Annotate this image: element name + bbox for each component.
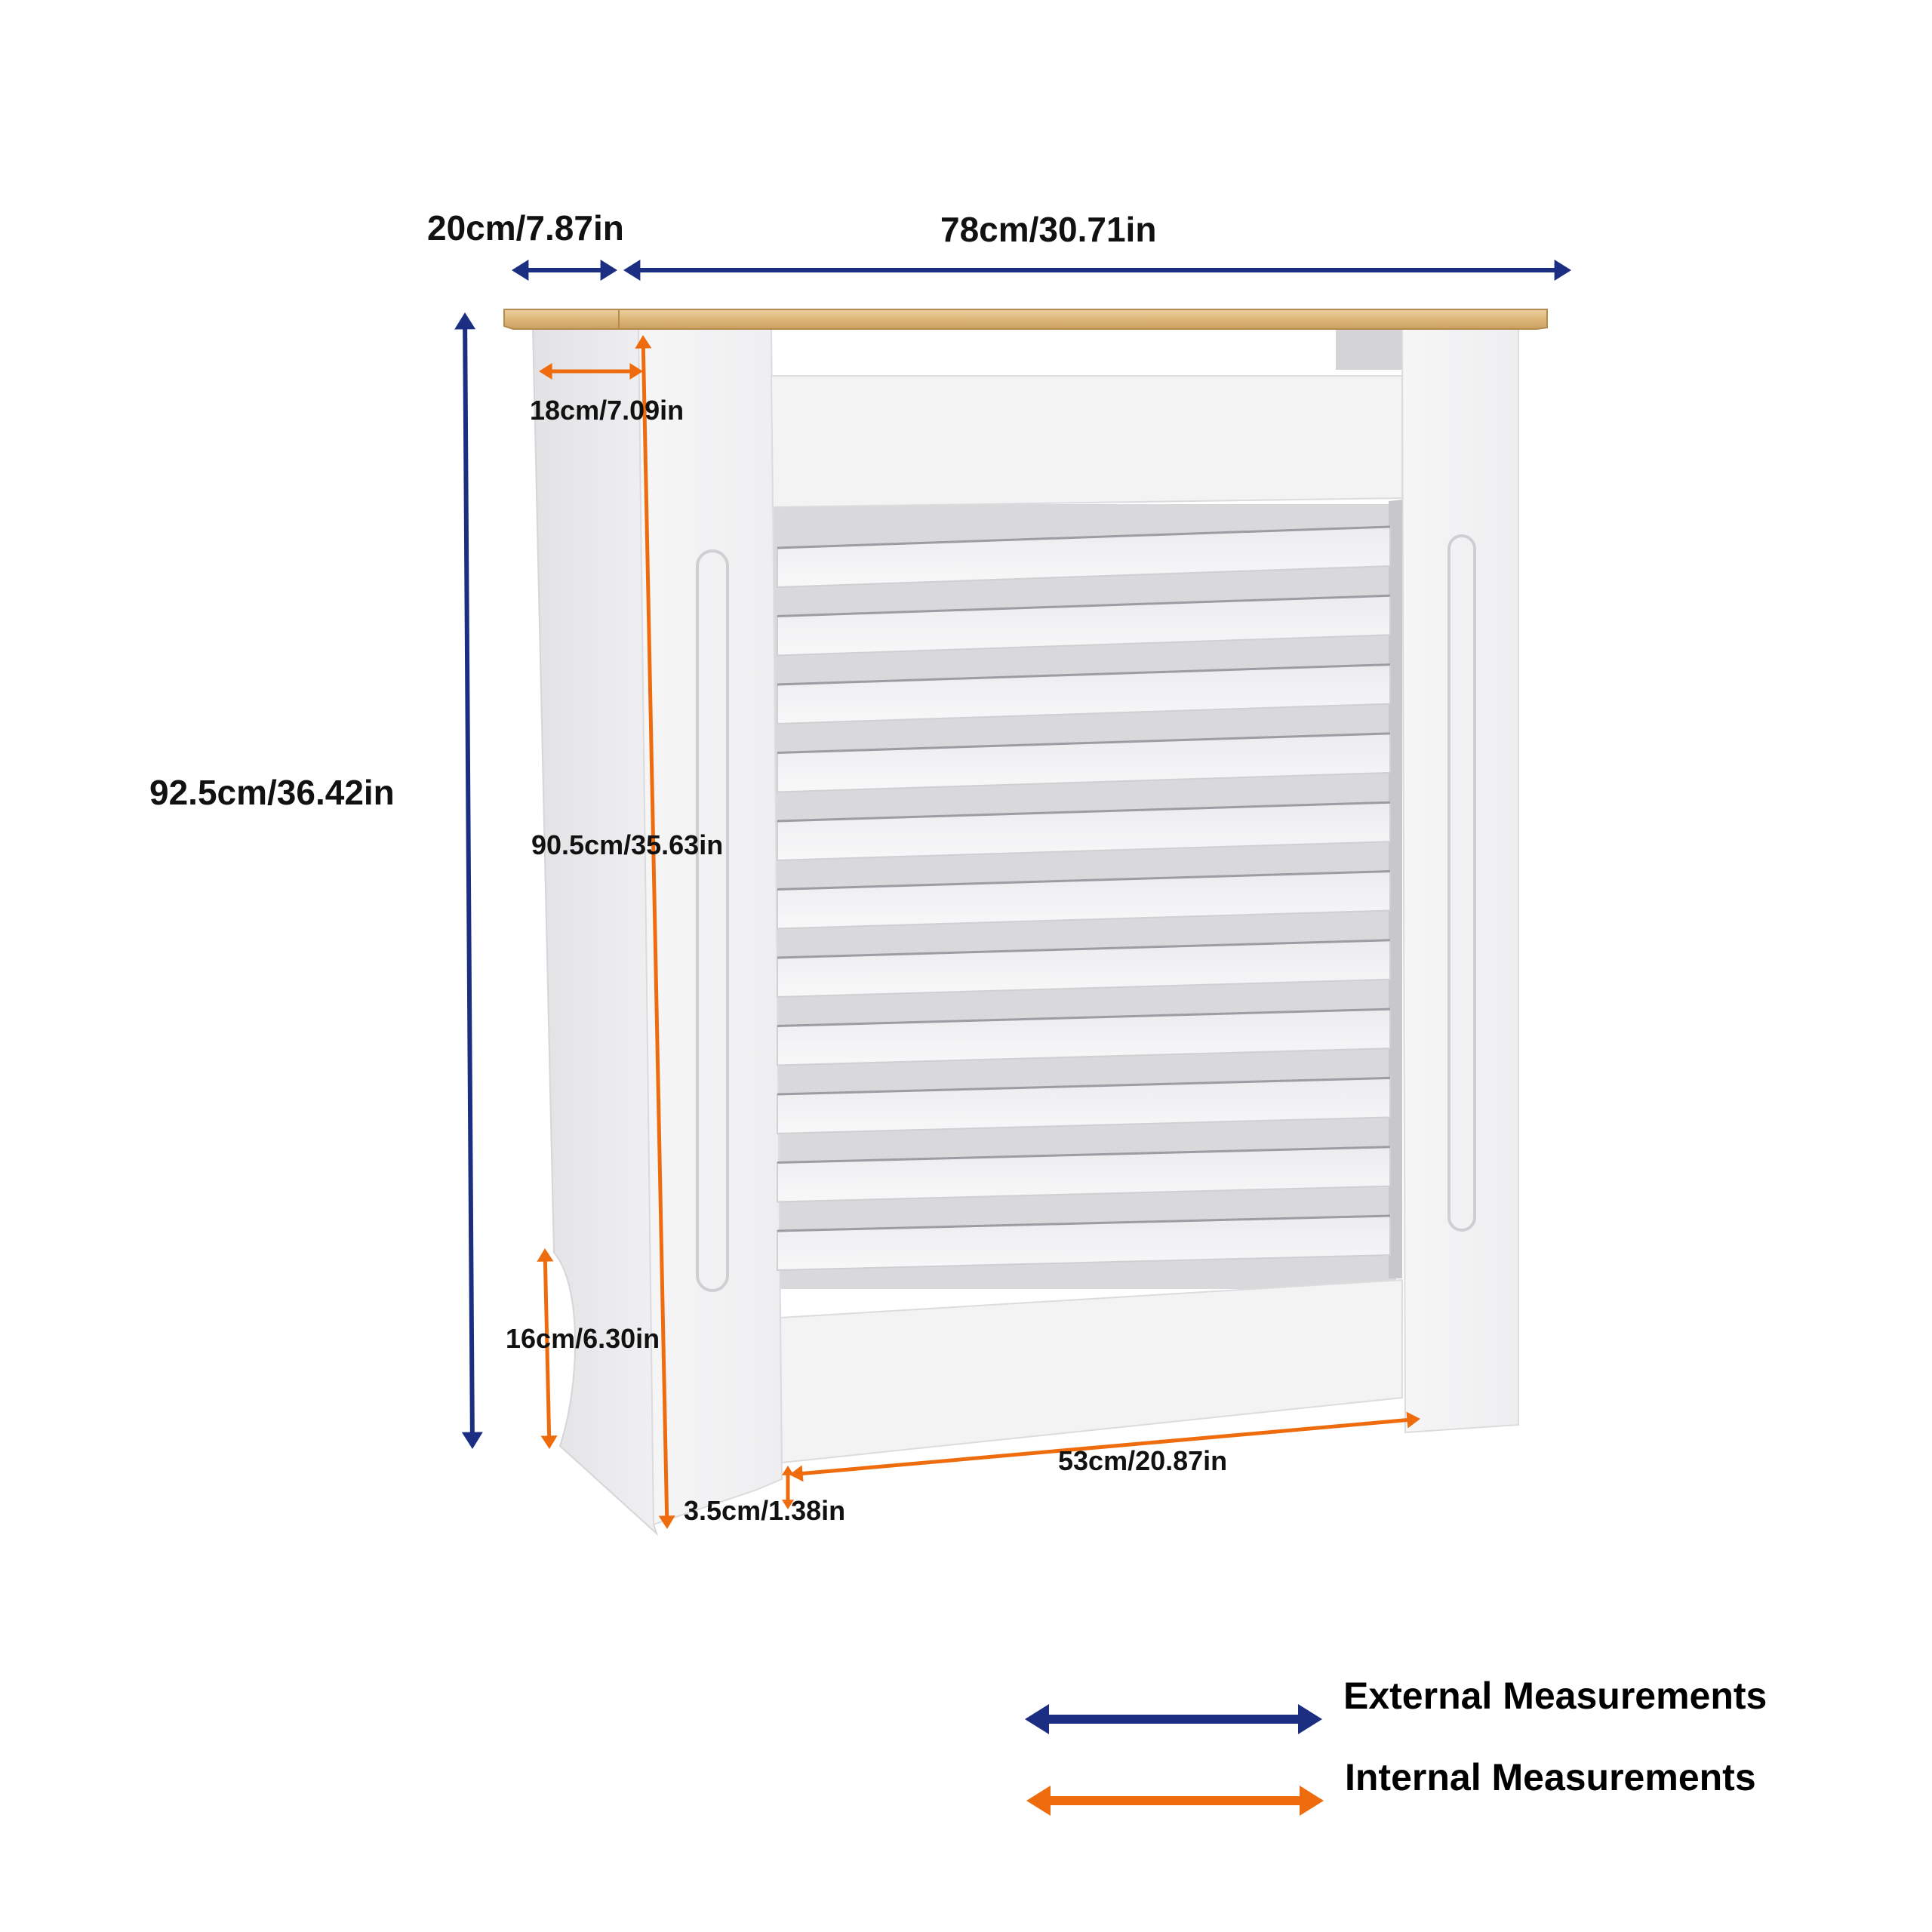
front-right-stile bbox=[1401, 327, 1519, 1434]
width-outer-arrow-head-start bbox=[623, 260, 641, 281]
foot-cutout-label: 16cm/6.30in bbox=[506, 1323, 660, 1354]
height-outer-arrow bbox=[454, 312, 483, 1449]
legend-external-arrow-head-start bbox=[1025, 1704, 1049, 1734]
front-bottom-rail bbox=[779, 1278, 1403, 1464]
back-leg bbox=[1336, 328, 1402, 370]
bottom-gap-arrow-head-start bbox=[782, 1466, 794, 1475]
legend: External Measurements Internal Measureme… bbox=[1025, 1675, 1767, 1816]
slat-shadow-line bbox=[777, 1146, 1391, 1164]
wooden-top bbox=[503, 309, 1548, 330]
slat-shadow-line bbox=[777, 732, 1391, 754]
slat-shadow-line bbox=[777, 594, 1391, 617]
slat-shadow-line bbox=[777, 870, 1391, 891]
depth-outer-label: 20cm/7.87in bbox=[427, 208, 624, 248]
dimension-arrows bbox=[454, 260, 1571, 1529]
height-outer-arrow-head-start bbox=[454, 312, 476, 330]
height-inner-arrow-head-end bbox=[658, 1515, 675, 1529]
width-inner-arrow-shaft bbox=[799, 1417, 1411, 1476]
width-inner-arrow-head-start bbox=[789, 1465, 804, 1482]
height-outer-arrow-shaft bbox=[463, 325, 475, 1436]
width-outer-arrow-head-end bbox=[1554, 260, 1571, 281]
bottom-gap-label: 3.5cm/1.38in bbox=[684, 1495, 845, 1526]
inner-right-edge bbox=[1389, 500, 1402, 1278]
slat-group bbox=[777, 525, 1391, 1272]
foot-cutout-arrow bbox=[537, 1248, 558, 1449]
height-outer-arrow-head-end bbox=[461, 1432, 483, 1449]
height-inner-arrow-shaft bbox=[641, 346, 669, 1518]
left-stile-groove bbox=[696, 549, 729, 1292]
slat-shadow-line bbox=[777, 1076, 1391, 1096]
legend-arrows bbox=[1025, 1704, 1324, 1816]
left-side-panel bbox=[531, 327, 659, 1537]
legend-internal-arrow bbox=[1026, 1786, 1324, 1816]
radiator-cover bbox=[503, 309, 1548, 1537]
legend-external-label: External Measurements bbox=[1343, 1675, 1767, 1717]
width-inner-arrow-head-end bbox=[1406, 1411, 1420, 1429]
dimension-labels: 20cm/7.87in 78cm/30.71in 92.5cm/36.42in … bbox=[149, 208, 1227, 1526]
front-top-rail bbox=[770, 375, 1403, 509]
slat-shadow-line bbox=[777, 525, 1391, 549]
depth-inner-label: 18cm/7.09in bbox=[530, 395, 684, 426]
height-inner-arrow bbox=[635, 335, 675, 1529]
bottom-gap-arrow bbox=[782, 1466, 794, 1509]
depth-outer-arrow bbox=[512, 260, 617, 281]
slat-shadow-line bbox=[777, 939, 1391, 959]
foot-cutout-arrow-shaft bbox=[543, 1259, 552, 1438]
legend-internal-arrow-head-end bbox=[1300, 1786, 1324, 1816]
slat-shadow-line bbox=[777, 1008, 1391, 1027]
width-outer-label: 78cm/30.71in bbox=[940, 210, 1156, 249]
legend-internal-arrow-head-start bbox=[1026, 1786, 1051, 1816]
slat-shadow-line bbox=[777, 663, 1391, 686]
bottom-gap-arrow-head-end bbox=[782, 1500, 794, 1509]
legend-internal-label: Internal Measurements bbox=[1345, 1756, 1756, 1798]
width-inner-arrow bbox=[789, 1411, 1420, 1482]
depth-inner-arrow-head-start bbox=[539, 363, 552, 380]
foot-cutout-arrow-head-start bbox=[537, 1248, 554, 1262]
width-outer-arrow bbox=[623, 260, 1571, 281]
foot-cutout-arrow-head-end bbox=[540, 1435, 558, 1449]
width-inner-label: 53cm/20.87in bbox=[1058, 1445, 1227, 1476]
height-outer-label: 92.5cm/36.42in bbox=[149, 773, 395, 812]
slat-shadow-line bbox=[777, 801, 1391, 823]
right-stile-groove bbox=[1447, 534, 1476, 1232]
depth-inner-arrow-head-end bbox=[629, 363, 643, 380]
depth-outer-arrow-head-end bbox=[600, 260, 617, 281]
depth-inner-arrow bbox=[539, 363, 643, 380]
front-left-stile bbox=[637, 327, 783, 1526]
height-inner-label: 90.5cm/35.63in bbox=[531, 829, 723, 860]
legend-external-arrow-head-end bbox=[1298, 1704, 1322, 1734]
depth-outer-arrow-head-start bbox=[512, 260, 529, 281]
legend-external-arrow bbox=[1025, 1704, 1322, 1734]
slat-shadow-line bbox=[777, 1214, 1391, 1232]
height-inner-arrow-head-start bbox=[635, 335, 652, 349]
